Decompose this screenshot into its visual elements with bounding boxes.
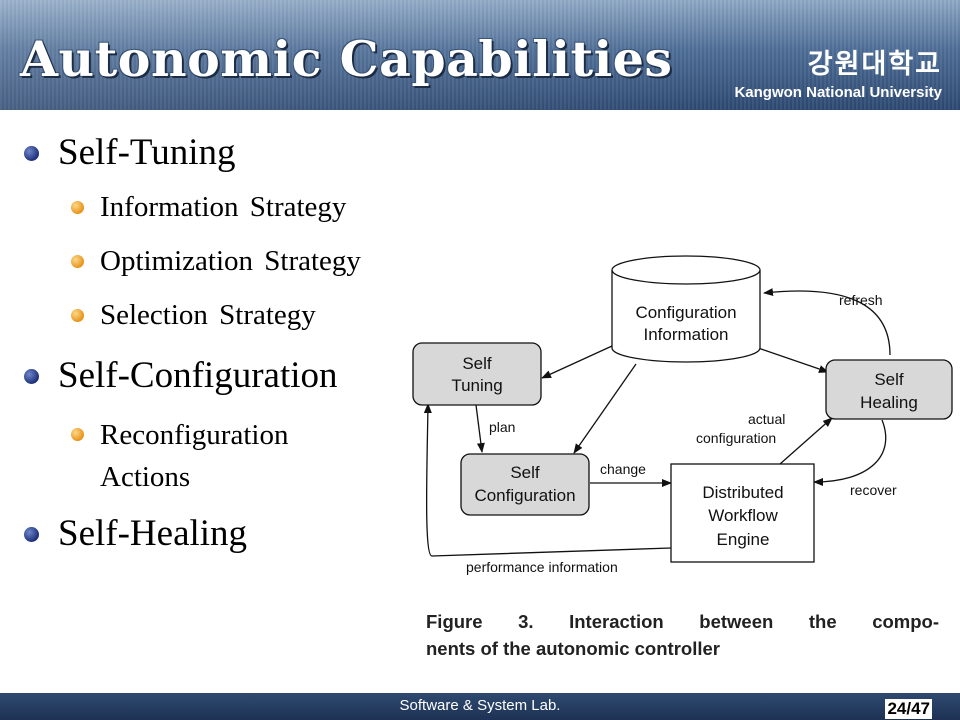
node-label-line: Self bbox=[510, 463, 540, 482]
sub-bullet-label: Reconfiguration Actions bbox=[100, 419, 289, 493]
sub-bullet-label: Information Strategy bbox=[100, 191, 347, 223]
node-self-configuration: Self Configuration bbox=[460, 453, 590, 516]
bullet-label: Self-Healing bbox=[58, 513, 248, 554]
node-label-line: Self bbox=[462, 354, 492, 373]
lab-name: Software & System Lab. bbox=[399, 697, 561, 714]
edge-plan bbox=[475, 404, 485, 453]
edge-label-refresh: refresh bbox=[839, 292, 883, 308]
sub-bullet-selection-strategy: Selection Strategy bbox=[71, 299, 316, 332]
slide-title: Autonomic Capabilities bbox=[20, 30, 673, 88]
node-label-line: Workflow bbox=[708, 506, 778, 525]
node-label-line: Information bbox=[643, 325, 728, 344]
edge-config-to-tuning bbox=[541, 345, 613, 379]
bullet-dot-icon bbox=[24, 369, 39, 384]
edge-performance-information bbox=[423, 403, 672, 557]
edge-actual-configuration bbox=[779, 417, 833, 465]
node-configuration-information: Configuration Information bbox=[611, 255, 761, 363]
sub-bullet-information-strategy: Information Strategy bbox=[71, 191, 347, 224]
bullet-dot-icon bbox=[24, 527, 39, 542]
node-self-tuning: Self Tuning bbox=[412, 342, 542, 406]
node-label-line: Self bbox=[874, 370, 904, 389]
edge-label-change: change bbox=[600, 461, 646, 477]
sub-bullet-label: Optimization Strategy bbox=[100, 245, 361, 277]
bullet-label: Self-Tuning bbox=[58, 132, 236, 173]
edge-config-to-configuration bbox=[573, 363, 637, 454]
university-logo-korean: 강원대학교 bbox=[807, 49, 942, 80]
bullet-label: Self-Configuration bbox=[58, 355, 338, 396]
edge-recover bbox=[813, 419, 887, 486]
title-banner: Autonomic Capabilities 강원대학교 Kangwon Nat… bbox=[0, 0, 960, 110]
sub-bullet-dot-icon bbox=[71, 255, 84, 268]
edge-refresh bbox=[763, 288, 891, 356]
edge-config-to-healing bbox=[757, 347, 829, 373]
sub-bullet-optimization-strategy: Optimization Strategy bbox=[71, 245, 361, 278]
node-label-line: Configuration bbox=[635, 303, 736, 322]
edge-label-configuration: configuration bbox=[696, 430, 776, 446]
sub-bullet-reconfiguration-actions: Reconfiguration Actions bbox=[71, 414, 350, 498]
node-label-line: Healing bbox=[860, 393, 918, 412]
edge-label-performance-information: performance information bbox=[466, 559, 618, 575]
footer-bar: Software & System Lab. bbox=[0, 693, 960, 720]
figure-caption: Figure 3. Interaction between the compo-… bbox=[426, 608, 939, 662]
edge-label-plan: plan bbox=[489, 419, 515, 435]
bullet-dot-icon bbox=[24, 146, 39, 161]
node-label-line: Engine bbox=[717, 530, 770, 549]
university-name-english: Kangwon National University bbox=[734, 84, 942, 101]
edge-label-recover: recover bbox=[850, 482, 897, 498]
page-number: 24/47 bbox=[885, 699, 932, 719]
banner-texture bbox=[0, 0, 960, 110]
bullet-self-healing: Self-Healing bbox=[24, 513, 248, 554]
autonomic-controller-diagram: Configuration Information Self Tuning Se… bbox=[412, 255, 953, 575]
node-self-healing: Self Healing bbox=[825, 359, 953, 420]
bullet-self-tuning: Self-Tuning bbox=[24, 132, 236, 173]
caption-line: Figure 3. Interaction between the compo- bbox=[426, 611, 939, 632]
node-label-line: Configuration bbox=[474, 486, 575, 505]
edge-label-actual: actual bbox=[748, 411, 785, 427]
banner-glow bbox=[0, 0, 720, 110]
sub-bullet-dot-icon bbox=[71, 428, 84, 441]
bullet-self-configuration: Self-Configuration bbox=[24, 355, 338, 396]
sub-bullet-dot-icon bbox=[71, 201, 84, 214]
node-label-line: Distributed bbox=[702, 483, 783, 502]
node-distributed-workflow-engine: Distributed Workflow Engine bbox=[670, 463, 815, 563]
node-label-line: Tuning bbox=[451, 376, 502, 395]
caption-line: nents of the autonomic controller bbox=[426, 638, 720, 659]
sub-bullet-label: Selection Strategy bbox=[100, 299, 316, 331]
sub-bullet-dot-icon bbox=[71, 309, 84, 322]
